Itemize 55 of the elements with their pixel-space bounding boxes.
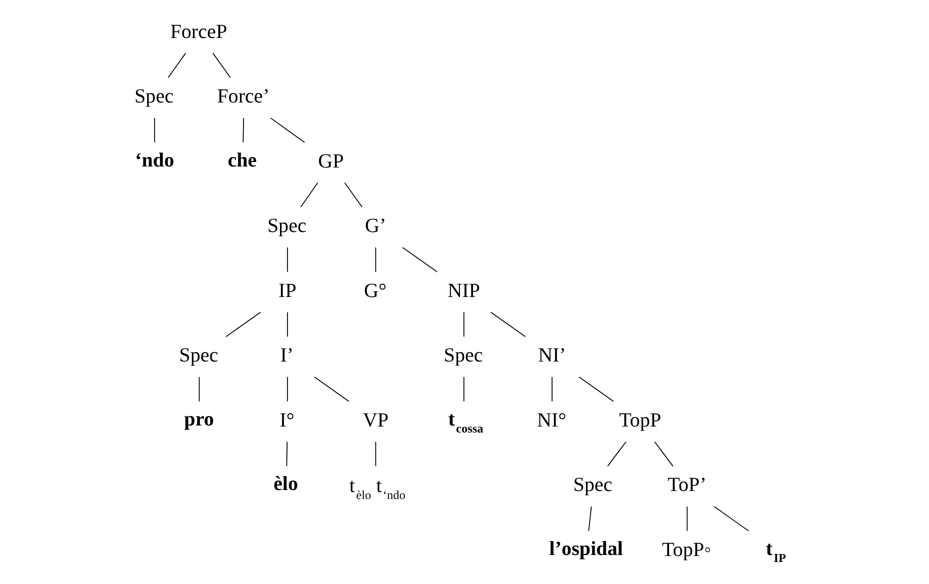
connector [286,247,288,272]
connector [374,441,376,467]
node-text: TopP [618,409,661,432]
node-text: ‘ndo [134,149,174,172]
connector [344,182,362,208]
connector [374,247,376,272]
connector [167,52,186,78]
node-text: NIP [447,280,480,302]
connector [551,376,552,402]
connector [654,441,673,467]
connector [713,506,749,532]
connector [212,52,230,78]
node-text: Spec [572,474,612,496]
connector [270,118,305,143]
connector [198,376,200,402]
connector [313,376,349,402]
node-text: t$_{IP}$ [765,538,786,565]
node-text: GP [318,150,344,172]
node-text: Spec [266,215,306,238]
node-text: Spec [178,344,218,367]
node-text: Force’ [216,86,270,108]
node-text: èlo [273,473,298,496]
connector [462,312,464,338]
node-text: NI° [536,409,566,432]
node-text: pro [184,408,214,430]
connector [402,247,438,272]
connector [225,312,260,338]
node-text: TopP◦ [662,538,711,561]
node-text: NI’ [538,344,566,367]
node-text: Spec [443,344,482,367]
node-text: G° [363,280,386,302]
connector [588,506,592,532]
node-text: Spec [134,86,174,108]
node-text: I’ [280,344,294,367]
connector [286,376,288,402]
connector [606,441,626,467]
connector [286,441,288,467]
connector [462,376,464,402]
node-text: ForceP [170,20,227,43]
node-text: I° [279,409,294,432]
node-text: IP [278,280,296,302]
node-text: G’ [364,215,386,238]
node-text: VP [362,409,388,432]
connector [286,312,288,338]
connector [300,182,318,208]
connector [242,118,244,143]
node-text: che [227,149,256,172]
node-text: t$_{èlo}$ t$_{‘ndo}$ [348,475,405,502]
connector [578,376,614,402]
connector [154,118,155,143]
node-text: l’ospidal [548,538,622,560]
connector [686,506,688,532]
node-text: t$_{cossa}$ [448,408,483,436]
connector [490,312,526,338]
node-text: ToP’ [667,474,706,496]
